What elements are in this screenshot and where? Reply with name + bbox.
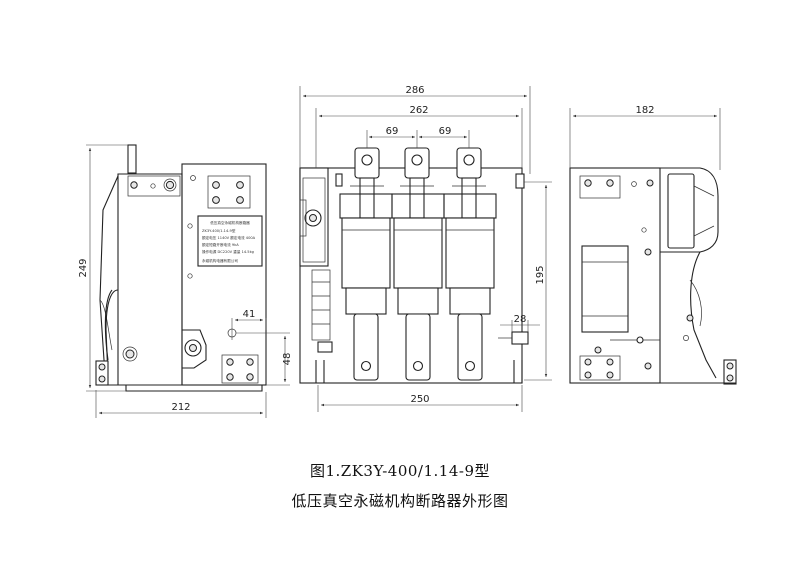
dim-base-width: 250 — [410, 394, 429, 405]
dim-hole-x: 41 — [243, 309, 256, 320]
dim-terminal-offset: 28 — [514, 314, 527, 325]
nameplate-row: 额定短路开断电流 9kA — [202, 242, 239, 247]
nameplate-row: 永磁机构电器有限公司 — [202, 258, 238, 263]
nameplate: 低压真空永磁机构断路器 ZK3Y-400/1.14-9型 额定电压 1140V … — [197, 215, 263, 267]
front-view — [299, 147, 529, 384]
right-view-dimensions: 182 — [569, 105, 721, 170]
dim-frame-width: 262 — [409, 105, 428, 116]
pole-3 — [443, 147, 497, 381]
left-top-bolts — [130, 175, 251, 209]
dim-overall-width: 286 — [405, 85, 424, 96]
figure-subtitle: 低压真空永磁机构断路器外形图 — [291, 492, 509, 510]
dim-left-height: 249 — [78, 258, 89, 277]
dim-pole-pitch-2: 69 — [439, 126, 452, 137]
pole-1 — [339, 147, 393, 381]
figure-title: 图1.ZK3Y-400/1.14-9型 — [309, 462, 490, 480]
nameplate-title: 低压真空永磁机构断路器 — [210, 220, 250, 225]
dim-left-depth: 212 — [171, 402, 190, 413]
left-view-dimensions: 249 212 41 48 — [78, 144, 293, 418]
nameplate-row: 额定电压 1140V 额定电流 400A — [202, 235, 256, 240]
dim-pole-pitch-1: 69 — [386, 126, 399, 137]
dim-front-height: 195 — [535, 265, 546, 284]
dim-hole-y: 48 — [282, 353, 293, 366]
left-side-view: 低压真空永磁机构断路器 ZK3Y-400/1.14-9型 额定电压 1140V … — [95, 144, 267, 392]
front-view-dimensions: 286 262 69 69 195 28 250 — [299, 85, 552, 412]
nameplate-row: 操作电源 DC220V 重量 14.5kg — [202, 249, 254, 254]
right-side-view — [569, 167, 737, 385]
dim-right-width: 182 — [635, 105, 654, 116]
pole-2 — [391, 147, 445, 381]
nameplate-row: ZK3Y-400/1.14-9型 — [202, 228, 236, 233]
